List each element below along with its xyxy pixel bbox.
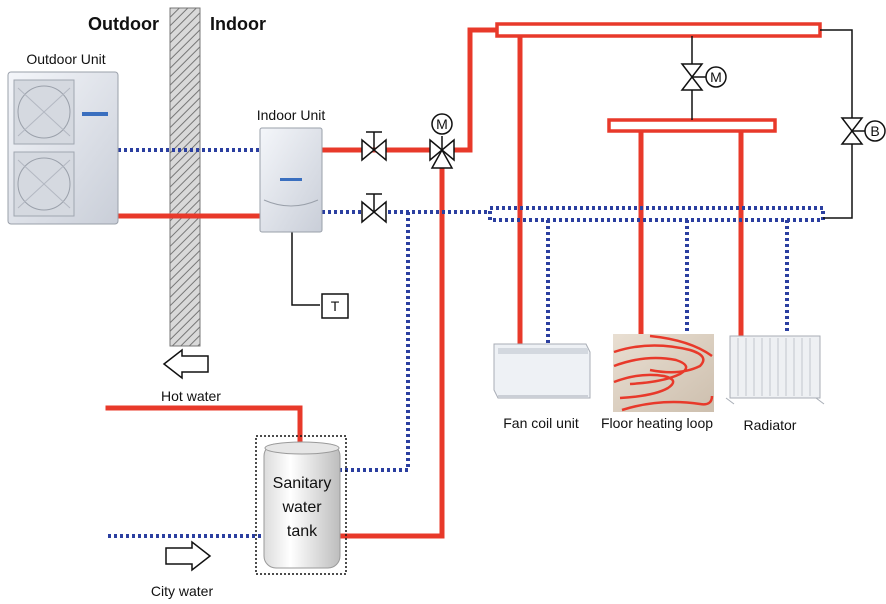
hot-water-label: Hot water	[161, 388, 221, 404]
floor-radiator-manifold	[607, 118, 777, 133]
outdoor-unit-label: Outdoor Unit	[26, 51, 105, 67]
sanitary-water-tank	[263, 441, 341, 569]
hot-water-outlet-arrow	[162, 348, 209, 380]
thermostat-label: T	[331, 298, 340, 314]
radiator	[725, 335, 825, 405]
shutoff-valve-return	[361, 193, 387, 224]
thermostat-box	[321, 293, 349, 319]
zone-valve-motor-label: M	[710, 69, 722, 85]
fan-coil-unit	[493, 343, 591, 399]
hot-water-pipes	[105, 27, 744, 539]
outdoor-heading: Outdoor	[88, 14, 159, 34]
bypass-valve	[840, 117, 886, 145]
fan-coil-unit-label: Fan coil unit	[503, 415, 579, 431]
floor-heating-loop	[613, 334, 714, 412]
outdoor-unit	[7, 71, 119, 225]
tank-label-line3: tank	[287, 523, 318, 540]
tank-label-line2: water	[281, 499, 322, 516]
three-way-valve-motor-label: M	[436, 116, 448, 132]
wall	[169, 7, 201, 347]
floor-heating-loop-label: Floor heating loop	[601, 415, 713, 431]
tank-dotted-frame	[255, 435, 347, 575]
tank-label-line1: Sanitary	[273, 475, 332, 492]
return-water-pipes	[108, 148, 825, 538]
shutoff-valve-supply	[361, 131, 387, 162]
radiator-label: Radiator	[744, 417, 797, 433]
supply-manifold	[495, 22, 822, 38]
thermostat-wire	[291, 232, 320, 306]
indoor-unit	[259, 127, 323, 233]
indoor-heading: Indoor	[210, 14, 266, 34]
indoor-unit-label: Indoor Unit	[257, 107, 326, 123]
three-way-motor-valve	[429, 113, 455, 169]
city-water-inlet-arrow	[165, 540, 212, 572]
city-water-label: City water	[151, 583, 214, 599]
zone-motor-valve	[680, 63, 727, 91]
bypass-line	[691, 29, 853, 219]
bypass-valve-label: B	[870, 123, 879, 139]
